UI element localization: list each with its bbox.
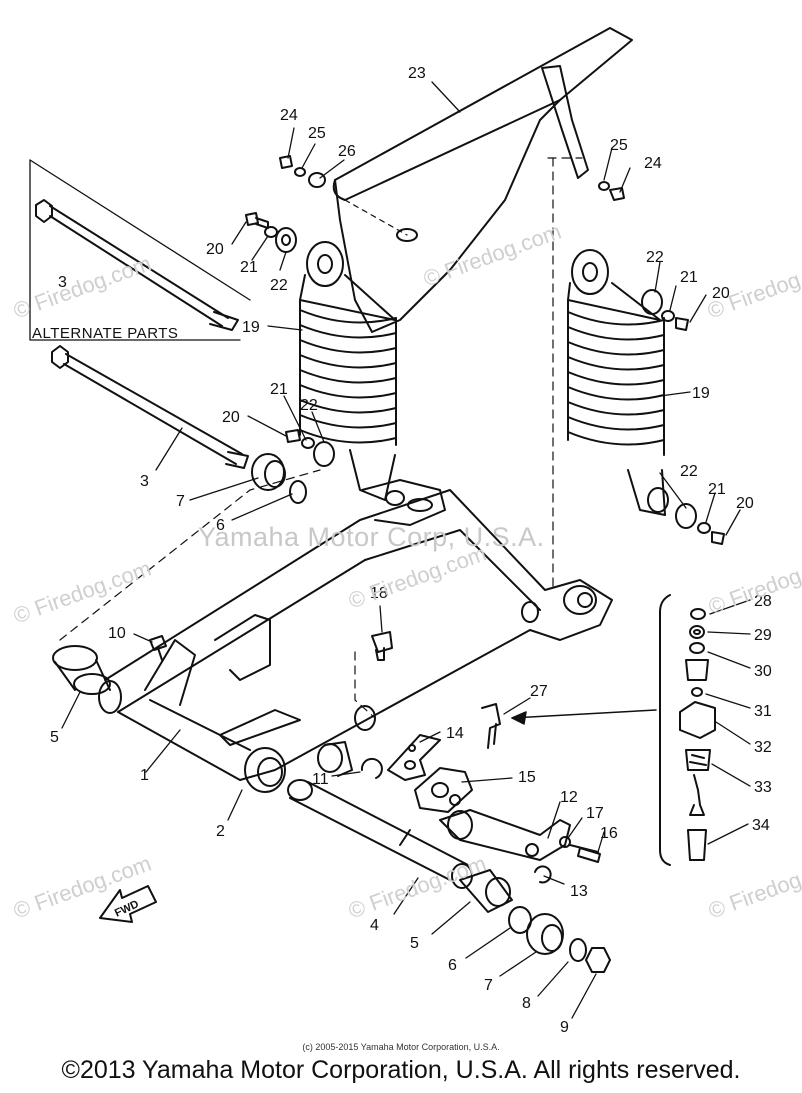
callout-20-a: 20: [206, 241, 224, 258]
callout-5-left: 5: [50, 729, 59, 746]
callout-26: 26: [338, 143, 356, 160]
alternate-parts-box: [29, 159, 251, 341]
callout-25-right: 25: [610, 137, 628, 154]
callout-10: 10: [108, 625, 126, 642]
callout-20-b: 20: [712, 285, 730, 302]
callout-5-right: 5: [410, 935, 419, 952]
pivot-shaft[interactable]: [51, 345, 249, 469]
callout-21-d: 21: [708, 481, 726, 498]
callout-29: 29: [754, 627, 772, 644]
callout-20-c: 20: [222, 409, 240, 426]
bolt-10[interactable]: [149, 635, 167, 661]
fwd-arrow: [99, 885, 157, 923]
shock-mount-hardware[interactable]: [245, 155, 725, 545]
callout-2: 2: [216, 823, 225, 840]
axle[interactable]: [287, 779, 473, 889]
callout-22-c: 22: [300, 397, 318, 414]
rear-fender-bracket[interactable]: [332, 27, 633, 333]
small-copyright: (c) 2005-2015 Yamaha Motor Corporation, …: [302, 1042, 500, 1052]
callout-33: 33: [754, 779, 772, 796]
grease-fitting-18[interactable]: [371, 631, 393, 661]
bushing-left[interactable]: [52, 645, 111, 695]
callout-numbers: 1 2 3 3 4 5 5 6 6 7 7 8 9 10 11 12 13 14…: [50, 65, 772, 1036]
callout-20-d: 20: [736, 495, 754, 512]
callout-32: 32: [754, 739, 772, 756]
callout-4: 4: [370, 917, 379, 934]
callout-19-right: 19: [692, 385, 710, 402]
callout-22-b: 22: [646, 249, 664, 266]
callout-23: 23: [408, 65, 426, 82]
callout-8: 8: [522, 995, 531, 1012]
callout-31: 31: [754, 703, 772, 720]
callout-3-alt: 3: [58, 274, 67, 291]
callout-28: 28: [754, 593, 772, 610]
callout-21-a: 21: [240, 259, 258, 276]
callout-16: 16: [600, 825, 618, 842]
callout-19-left: 19: [242, 319, 260, 336]
callout-34: 34: [752, 817, 770, 834]
callout-18: 18: [370, 585, 388, 602]
callout-21-b: 21: [680, 269, 698, 286]
callout-3: 3: [140, 473, 149, 490]
callout-25-left: 25: [308, 125, 326, 142]
axle-hardware[interactable]: [459, 869, 611, 973]
callout-1: 1: [140, 767, 149, 784]
callout-24-left: 24: [280, 107, 298, 124]
callout-9: 9: [560, 1019, 569, 1036]
callout-30: 30: [754, 663, 772, 680]
right-shock-absorber[interactable]: [567, 249, 669, 516]
bearing-left[interactable]: [251, 453, 307, 504]
callout-22-d: 22: [680, 463, 698, 480]
callout-27: 27: [530, 683, 548, 700]
callout-14: 14: [446, 725, 464, 742]
callout-24-right: 24: [644, 155, 662, 172]
callout-7-upper: 7: [176, 493, 185, 510]
grease-nipple-27[interactable]: [481, 703, 501, 749]
callout-7-lower: 7: [484, 977, 493, 994]
callout-12: 12: [560, 789, 578, 806]
alternate-parts-label: ALTERNATE PARTS: [32, 325, 178, 342]
bracket-28-34: [659, 594, 671, 866]
swing-arm[interactable]: [98, 489, 613, 793]
alternate-pivot-bolt[interactable]: [35, 199, 239, 331]
callout-6-upper: 6: [216, 517, 225, 534]
callout-15: 15: [518, 769, 536, 786]
copyright-notice: ©2013 Yamaha Motor Corporation, U.S.A. A…: [61, 1056, 741, 1084]
callout-13: 13: [570, 883, 588, 900]
callout-11: 11: [312, 771, 329, 788]
reference-lines: [59, 157, 583, 719]
leader-lines: [61, 81, 751, 1019]
callout-17: 17: [586, 805, 604, 822]
chain-tensioner-parts[interactable]: [317, 734, 601, 884]
callout-22-a: 22: [270, 277, 288, 294]
left-shock-absorber[interactable]: [299, 241, 446, 526]
fitting-parts-28-34[interactable]: [679, 608, 716, 861]
callout-21-c: 21: [270, 381, 288, 398]
arrow-to-27: [511, 709, 657, 725]
callout-6-lower: 6: [448, 957, 457, 974]
